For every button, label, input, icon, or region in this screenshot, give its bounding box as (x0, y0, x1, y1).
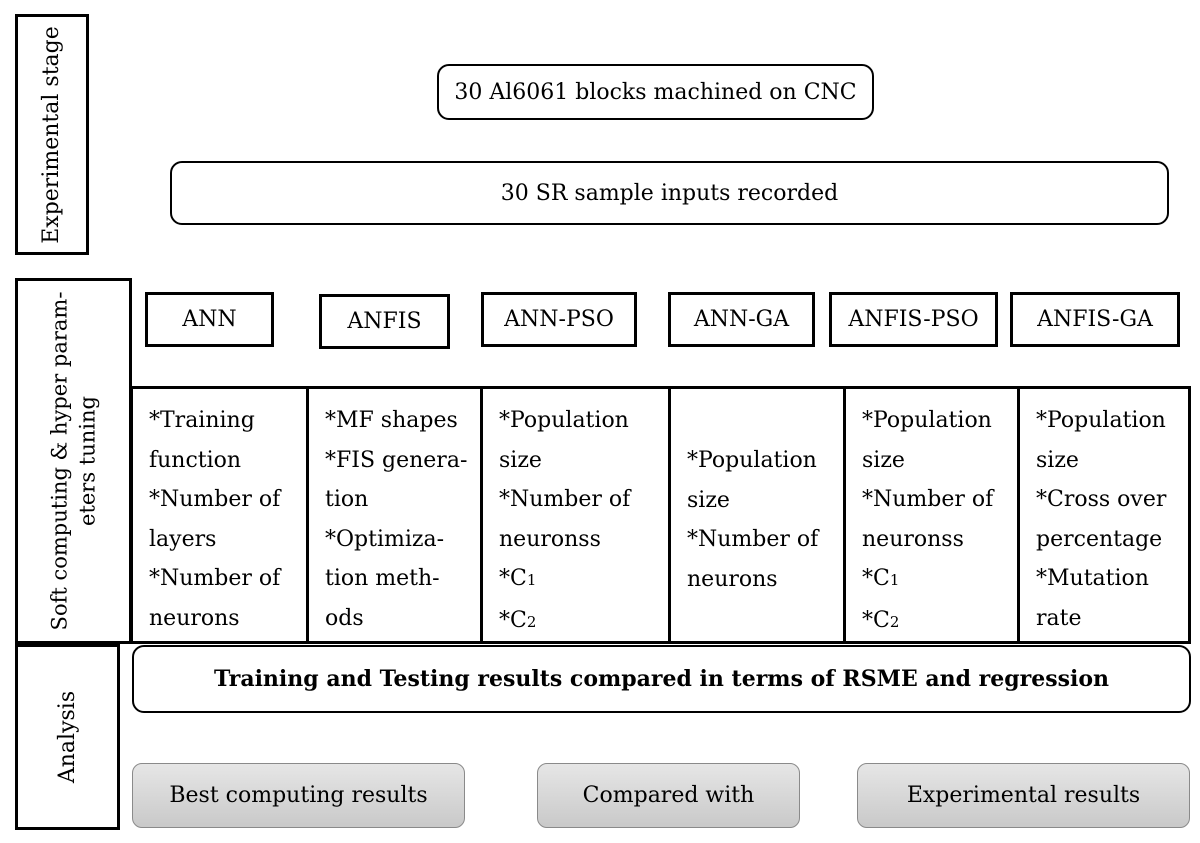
parameters-table: *Training function *Number of layers *Nu… (130, 386, 1191, 644)
parameters-ann-pso: *Population size *Number of neuronss *C1… (480, 389, 669, 641)
analysis-comparison-box: Training and Testing results compared in… (132, 645, 1191, 713)
method-anfis-pso: ANFIS-PSO (829, 292, 998, 347)
param-item: *Population (862, 408, 992, 433)
parameters-ann-ga: *Population size *Number of neurons (668, 389, 844, 641)
param-item: tion (325, 487, 369, 512)
param-item: *Population (687, 448, 817, 473)
param-item: *Population (499, 408, 629, 433)
param-item: ods (325, 605, 364, 631)
soft-computing-stage-line2: eters tuning (75, 396, 100, 526)
param-item: neurons (149, 605, 240, 631)
param-item: *Number of (149, 487, 281, 512)
param-c2-text: *C (499, 607, 527, 633)
param-item: percentage (1036, 526, 1163, 552)
param-item: *Number of (149, 566, 281, 591)
best-computing-results-box: Best computing results (132, 763, 465, 828)
param-item: *Number of (687, 527, 819, 552)
soft-computing-stage-line1: Soft computing & hyper param- (47, 291, 72, 631)
param-item: *Number of (499, 487, 631, 512)
sample-inputs-box: 30 SR sample inputs recorded (170, 161, 1169, 225)
parameters-ann: *Training function *Number of layers *Nu… (133, 389, 307, 641)
param-item: size (862, 447, 905, 473)
param-item: *Training (149, 408, 255, 433)
param-item: *MF shapes (325, 408, 458, 433)
param-item: *Population (1036, 408, 1166, 433)
subscript-1: 1 (889, 571, 900, 589)
param-item: *Cross over (1036, 487, 1167, 512)
param-item: *Mutation (1036, 566, 1149, 591)
subscript-1: 1 (526, 571, 537, 589)
method-ann: ANN (145, 292, 274, 347)
param-item-c1: *C1 (862, 559, 1018, 601)
parameters-anfis: *MF shapes *FIS genera- tion *Optimiza- … (306, 389, 481, 641)
param-c2-text: *C (862, 607, 890, 633)
subscript-2: 2 (526, 612, 537, 631)
method-anfis: ANFIS (319, 294, 450, 349)
param-item: *Optimiza- (325, 526, 445, 552)
param-item-c2: *C2 (499, 601, 669, 643)
compared-with-box: Compared with (537, 763, 800, 828)
experimental-results-box: Experimental results (857, 763, 1190, 828)
analysis-stage-label: Analysis (15, 644, 120, 830)
param-item: size (499, 447, 542, 473)
soft-computing-stage-text: Soft computing & hyper param- eters tuni… (45, 292, 102, 631)
param-item: neuronss (862, 526, 964, 552)
param-item: tion meth- (325, 566, 440, 591)
soft-computing-stage-label: Soft computing & hyper param- eters tuni… (15, 278, 132, 644)
param-item: *FIS genera- (325, 447, 468, 473)
method-ann-pso: ANN-PSO (481, 292, 637, 347)
param-item: neuronss (499, 526, 601, 552)
method-ann-ga: ANN-GA (668, 292, 815, 347)
param-c1-text: *C (499, 566, 527, 591)
experimental-stage-text: Experimental stage (39, 25, 65, 244)
param-item: size (1036, 447, 1079, 473)
blocks-machined-box: 30 Al6061 blocks machined on CNC (437, 64, 874, 120)
param-item: layers (149, 526, 217, 552)
parameters-anfis-ga: *Population size *Cross over percentage … (1017, 389, 1188, 641)
param-item: function (149, 447, 242, 473)
param-item: *Number of (862, 487, 994, 512)
experimental-stage-label: Experimental stage (15, 14, 89, 255)
method-anfis-ga: ANFIS-GA (1010, 292, 1180, 347)
parameters-anfis-pso: *Population size *Number of neuronss *C1… (843, 389, 1018, 641)
param-item-c1: *C1 (499, 559, 669, 601)
param-item: size (687, 487, 730, 513)
subscript-2: 2 (889, 612, 900, 631)
param-item: neurons (687, 566, 778, 592)
param-item-c2: *C2 (862, 601, 1018, 643)
param-c1-text: *C (862, 566, 890, 591)
param-item: rate (1036, 605, 1082, 631)
analysis-stage-text: Analysis (54, 690, 80, 784)
